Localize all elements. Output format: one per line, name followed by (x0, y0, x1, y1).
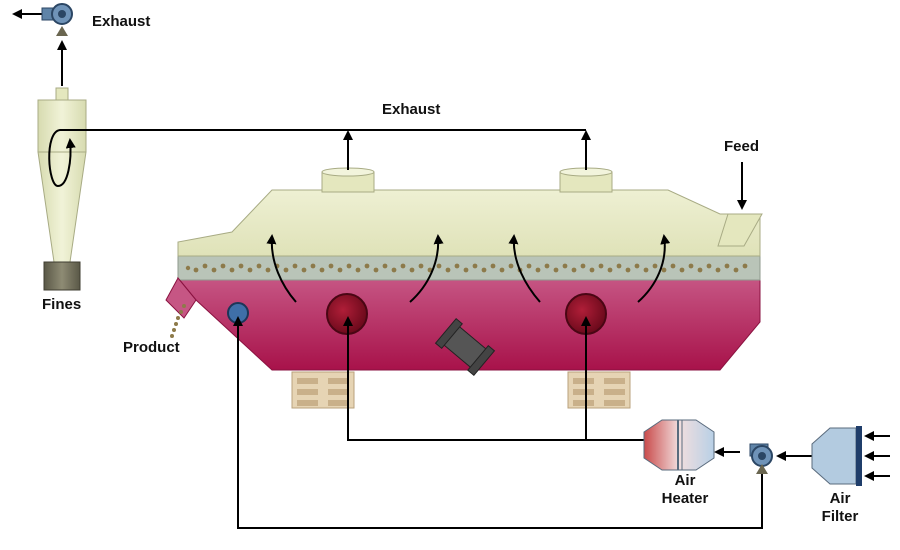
product-particle (652, 263, 658, 269)
product-particle (337, 267, 343, 273)
exhaust-main-label: Exhaust (382, 101, 441, 118)
exhaust-fan-icon (41, 3, 73, 36)
product-particle (319, 267, 325, 273)
product-particle (355, 267, 361, 273)
product-particle (211, 267, 217, 273)
product-particle (229, 267, 235, 273)
product-particle (481, 267, 487, 273)
feed-label: Feed (724, 138, 760, 155)
air-heater-icon (643, 419, 715, 471)
product-particle (724, 263, 730, 269)
product-particle (535, 267, 541, 273)
product-particle (607, 267, 613, 273)
product-particle (283, 267, 289, 273)
product-label: Product (123, 339, 180, 356)
product-particle (472, 263, 478, 269)
product-particle (292, 263, 298, 269)
dryer-hood (177, 189, 761, 257)
product-particle (409, 267, 415, 273)
product-particle (418, 263, 424, 269)
product-particle (220, 263, 226, 269)
product-particle (373, 267, 379, 273)
product-particle (679, 267, 685, 273)
cyclone-icon (37, 87, 87, 263)
product-particles (185, 265, 191, 271)
product-particle (571, 267, 577, 273)
product-particle (598, 263, 604, 269)
product-particle (247, 267, 253, 273)
product-particle (454, 263, 460, 269)
product-particle (733, 267, 739, 273)
product-particle (508, 263, 514, 269)
supply-fan-icon (749, 443, 773, 474)
product-particle (238, 263, 244, 269)
air-heater-label-line2: Heater (661, 490, 709, 507)
product-particle (301, 267, 307, 273)
product-particle (526, 263, 532, 269)
fines-bin (43, 261, 81, 291)
product-particle (670, 263, 676, 269)
product-particle (202, 263, 208, 269)
particle-row (193, 263, 748, 273)
product-particle (499, 267, 505, 273)
product-particle (400, 263, 406, 269)
product-particle (688, 263, 694, 269)
product-particle (553, 267, 559, 273)
product-particle (391, 267, 397, 273)
product-particle (265, 267, 271, 273)
feed-hopper (717, 213, 763, 247)
air-filter-icon (811, 426, 862, 486)
air-heater-label: Air Heater (650, 472, 720, 508)
hot-air-supply-line (343, 316, 812, 461)
product-particle (193, 267, 199, 273)
exhaust-port-left (321, 167, 375, 193)
product-particle (436, 263, 442, 269)
air-filter-intake-arrows (864, 431, 890, 481)
air-filter-label: Air Filter (795, 490, 885, 526)
fines-label: Fines (42, 296, 82, 313)
product-particle (562, 263, 568, 269)
product-particle (625, 267, 631, 273)
product-particle (697, 267, 703, 273)
product-particle (445, 267, 451, 273)
air-filter-label-line1: Air (829, 490, 851, 507)
air-filter-label-line2: Filter (821, 508, 859, 525)
return-air-line (233, 316, 763, 529)
exhaust-top-label: Exhaust (92, 13, 151, 30)
product-stream (170, 304, 186, 338)
product-particle (490, 263, 496, 269)
air-heater-label-line1: Air (674, 472, 696, 489)
fluidizing-air-arrows (266, 234, 671, 303)
product-chute (165, 277, 197, 319)
product-particle (364, 263, 370, 269)
product-particle (544, 263, 550, 269)
product-particle (706, 263, 712, 269)
product-particle (589, 267, 595, 273)
product-particle (256, 263, 262, 269)
product-particle (382, 263, 388, 269)
product-particle (328, 263, 334, 269)
dryer-support-left (291, 371, 355, 409)
exhaust-duct (12, 9, 591, 170)
product-particle (346, 263, 352, 269)
cyclone-swirl-arrow (48, 129, 86, 188)
product-particle (616, 263, 622, 269)
vibrator-motor (434, 317, 496, 377)
product-particle (310, 263, 316, 269)
exhaust-port-right (559, 167, 613, 193)
product-particle (715, 267, 721, 273)
product-particle (643, 267, 649, 273)
dryer-support-right (567, 371, 631, 409)
product-particle (463, 267, 469, 273)
product-particle (580, 263, 586, 269)
product-particle (742, 263, 748, 269)
product-particle (634, 263, 640, 269)
product-particle (661, 267, 667, 273)
